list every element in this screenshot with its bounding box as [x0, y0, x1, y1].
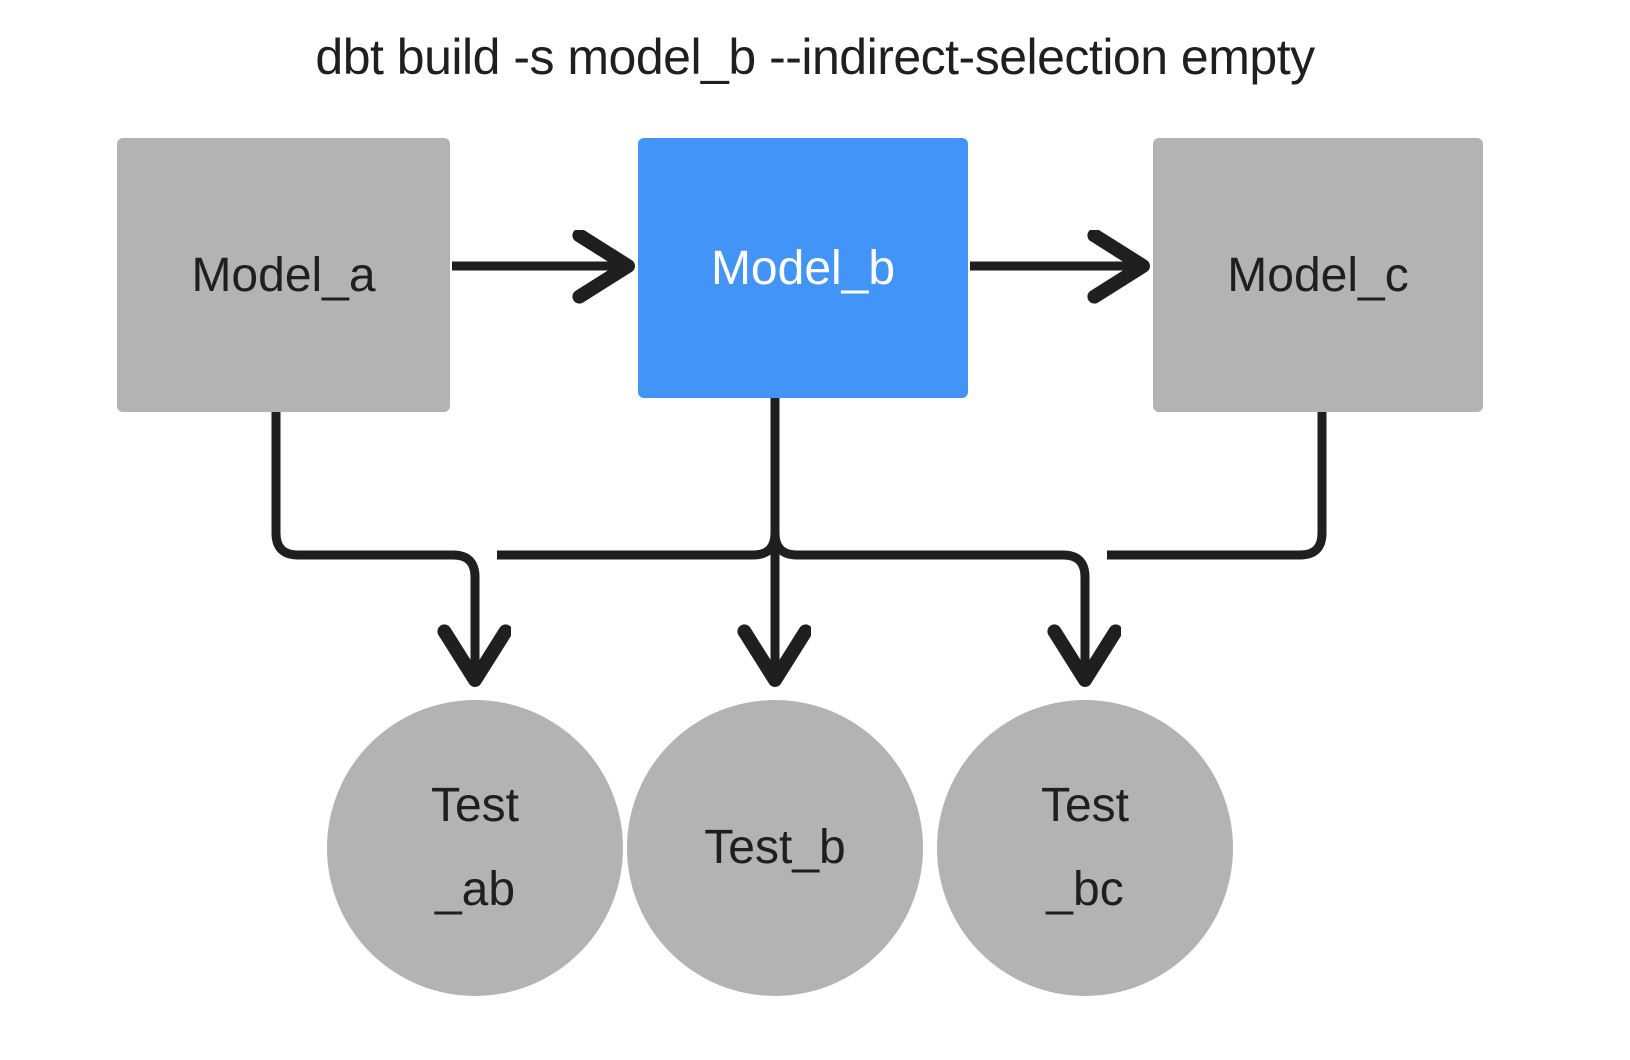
node-model-b[interactable]: Model_b	[638, 138, 968, 398]
node-model-b-label: Model_b	[710, 241, 896, 295]
node-test-bc[interactable]: Test _bc	[937, 700, 1233, 996]
node-test-ab-label-line-2: _ab	[434, 863, 516, 916]
edge-model-a-to-test-ab	[271, 412, 475, 680]
node-model-a-label: Model_a	[191, 248, 376, 302]
node-test-b[interactable]: Test_b	[627, 700, 923, 996]
node-test-ab[interactable]: Test _ab	[327, 700, 623, 996]
node-test-bc-label-line-1: Test	[1040, 779, 1130, 832]
node-model-c[interactable]: Model_c	[1153, 138, 1483, 412]
edge-model-b-to-test-ab	[497, 398, 780, 560]
edge-model-b-to-test-bc	[770, 398, 1085, 680]
node-test-bc-label-line-2: _bc	[1046, 863, 1124, 916]
node-test-b-label-line-1: Test_b	[704, 821, 846, 874]
node-test-ab-label-line-1: Test	[430, 779, 520, 832]
edge-model-c-to-test-bc	[1107, 412, 1327, 560]
diagram-title: dbt build -s model_b --indirect-selectio…	[315, 29, 1315, 85]
node-model-c-label: Model_c	[1227, 248, 1409, 302]
node-model-a[interactable]: Model_a	[117, 138, 450, 412]
